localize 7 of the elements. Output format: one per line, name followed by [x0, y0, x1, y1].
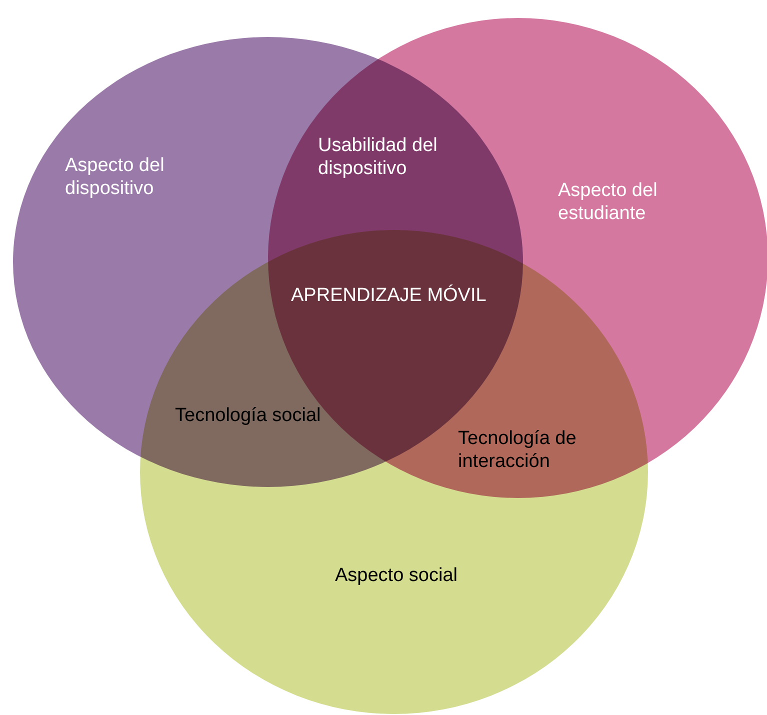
- overlap-label: Tecnología de interacción: [458, 428, 578, 474]
- overlap-label: APRENDIZAJE MÓVIL: [291, 285, 488, 308]
- circle-label: Aspecto del estudiante: [558, 180, 658, 226]
- circle-label: Aspecto del dispositivo: [65, 155, 166, 201]
- overlap-label: Usabilidad del dispositivo: [318, 135, 438, 181]
- overlap-label: Tecnología social: [175, 405, 322, 428]
- circle-label: Aspecto social: [335, 565, 459, 588]
